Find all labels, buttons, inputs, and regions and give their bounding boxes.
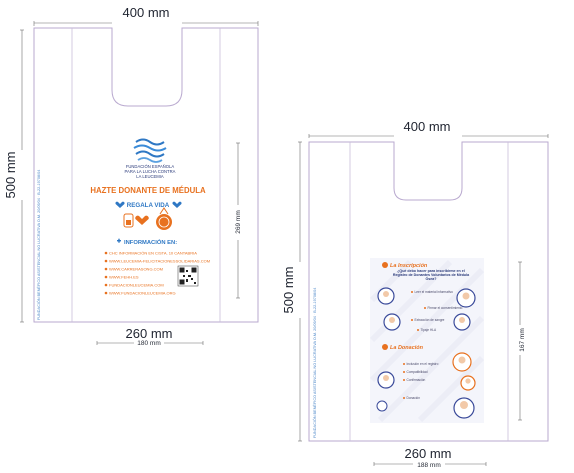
left-print-area: FUNDACIÓN ESPAÑOLA PARA LA LUCHA CONTRA … [90,138,210,296]
heart-icon [115,201,125,208]
subheadline: REGALA VIDA [127,202,170,209]
headline: HAZTE DONANTE DE MÉDULA [90,186,206,195]
org-name-line1: FUNDACIÓN ESPAÑOLA [126,164,175,169]
step-item: Firmar el consentimiento [428,306,463,310]
left-side-legal-text: FUNDACIÓN BENÉFICO ASISTENCIAL NO LUCRAT… [36,170,41,320]
section1-question: ¿Qué debo hacer para inscribirme en el R… [392,269,470,282]
person-icon [376,400,388,412]
section1-illustrations [377,287,476,331]
heart-icon [135,215,149,225]
org-name-line3: LA LEUCEMIA [136,174,164,179]
left-print-height-label: 269 mm [235,210,242,233]
left-bag: 400 mm 500 mm FUNDACIÓN BENÉFICO ASISTEN… [3,5,259,347]
step-item: Compatibilidad [407,370,428,374]
right-print-width-label: 188 mm [417,462,440,469]
section2-title: La Donación [390,345,424,351]
info-title: INFORMACIÓN EN: [124,238,177,246]
left-print-height-dimension: 269 mm [235,142,242,299]
right-print-width-dimension: 188 mm [373,462,487,469]
right-top-width-label: 400 mm [404,119,451,134]
right-height-dimension: 500 mm [281,141,302,442]
right-print-height-label: 167 mm [519,328,526,351]
info-item: WWW.FEHH.ES [109,275,139,280]
info-item: WWW.FUNDACIONLEUCEMIA.ORG [109,291,176,296]
right-print-area: La Inscripción ¿Qué debo hacer para insc… [369,258,485,423]
medal-icon [156,214,172,230]
step-item: Confirmación [407,378,426,382]
step-item: Leer el material informativo [415,290,454,294]
donation-illustration [123,207,172,230]
info-item: WWW.CARRERASONG.COM [109,267,163,272]
left-bottom-width-label: 260 mm [126,326,173,341]
right-bag: 400 mm 500 mm FUNDACIÓN BENÉFICO ASISTEN… [281,119,549,469]
info-item: WWW.LEUCEMIA-FELICITACIONESSOLIDARIAS.CO… [109,259,210,264]
step-item: Inclusión en el registro [407,362,439,366]
blood-bag-icon [123,213,134,228]
section2-illustrations [376,352,476,419]
left-print-width-dimension: 180 mm [96,340,204,347]
section-bullet-icon [382,262,388,268]
org-name-line2: PARA LA LUCHA CONTRA [125,169,176,174]
step-item: Extracción de sangre [415,318,445,322]
section2-steps: Inclusión en el registro Compatibilidad … [403,362,439,400]
section-bullet-icon [382,344,388,350]
qr-code-icon [177,265,199,287]
step-item: Donación [407,396,421,400]
left-height-dimension: 500 mm [3,29,24,323]
right-top-dimension: 400 mm [308,119,549,138]
left-top-dimension: 400 mm [33,5,259,26]
section1-steps: Leer el material informativo Firmar el c… [411,290,463,332]
heart-icon [172,201,182,208]
left-bag-outline [33,27,259,323]
right-bottom-width-label: 260 mm [405,446,452,461]
left-print-width-label: 180 mm [137,340,160,347]
info-item: FUNDACIONLEUCEMIA.COM [109,283,164,288]
right-bag-outline [308,141,549,442]
right-print-height-dimension: 167 mm [518,261,526,421]
right-side-legal-text: FUNDACIÓN BENÉFICO ASISTENCIAL NO LUCRAT… [312,288,317,438]
info-list: CHC INFORMACIÓN EN C/STA. 10 CANTABRIA W… [104,251,210,296]
foundation-logo-icon [133,138,167,163]
right-height-label: 500 mm [281,267,296,314]
left-top-width-label: 400 mm [123,5,170,20]
section1-title: La Inscripción [390,263,428,269]
step-item: Tipaje HLA [421,328,438,332]
left-height-label: 500 mm [3,152,18,199]
info-item: CHC INFORMACIÓN EN C/STA. 10 CANTABRIA [109,251,197,256]
